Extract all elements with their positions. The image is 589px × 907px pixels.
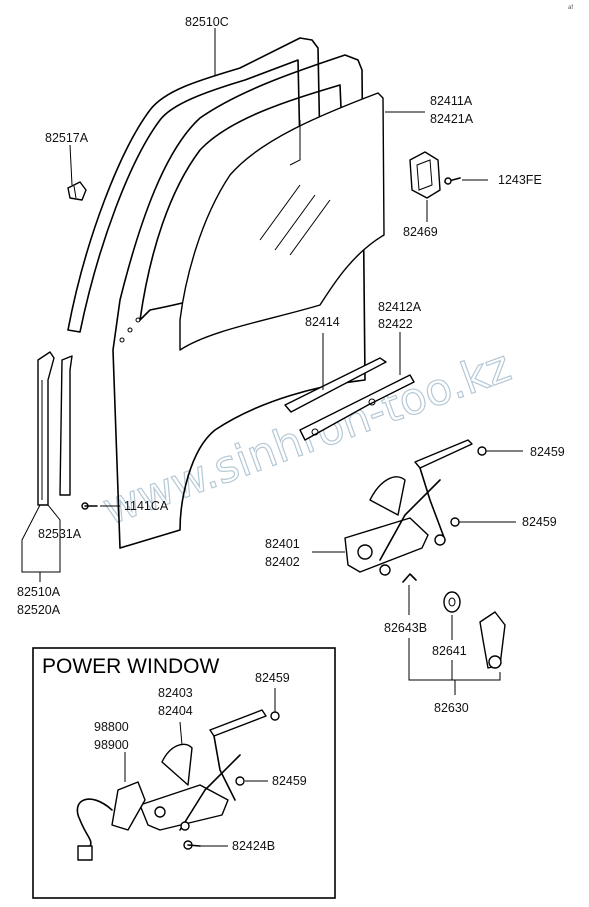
label-82469: 82469 bbox=[403, 225, 438, 239]
label-82517a: 82517A bbox=[45, 131, 89, 145]
label-82403: 82403 bbox=[158, 686, 193, 700]
door-glass bbox=[179, 92, 385, 351]
label-98800: 98800 bbox=[94, 720, 129, 734]
leader-lines bbox=[21, 28, 523, 847]
power-regulator bbox=[139, 709, 267, 831]
label-82643b: 82643B bbox=[384, 621, 427, 635]
bolt-82424b bbox=[183, 840, 201, 850]
handle-clip-82643b bbox=[402, 573, 417, 583]
label-82411a: 82411A bbox=[430, 94, 473, 108]
regulator-handle bbox=[479, 611, 506, 669]
handle-washer-82641 bbox=[443, 591, 461, 613]
window-regulator bbox=[344, 439, 473, 576]
label-1141ca: 1141CA bbox=[124, 499, 169, 513]
label-1243fe: 1243FE bbox=[498, 173, 542, 187]
label-82520a: 82520A bbox=[17, 603, 61, 617]
bolt-82459-pw-mid bbox=[235, 776, 245, 786]
label-82459-upper: 82459 bbox=[530, 445, 565, 459]
power-window-motor bbox=[76, 781, 146, 861]
part-labels: 82510C 82517A 82411A 82421A 1243FE 82469… bbox=[17, 15, 565, 853]
clip-82517a bbox=[67, 181, 87, 201]
inner-handle bbox=[409, 151, 441, 199]
label-82531a: 82531A bbox=[38, 527, 82, 541]
rear-channel-82510a bbox=[37, 351, 55, 506]
label-82459-pw-upper: 82459 bbox=[255, 671, 290, 685]
label-82630: 82630 bbox=[434, 701, 469, 715]
label-82401: 82401 bbox=[265, 537, 300, 551]
bolt-82459-pw-upper bbox=[270, 711, 280, 721]
bolt-82459-mid bbox=[450, 517, 460, 527]
power-window-title: POWER WINDOW bbox=[42, 655, 219, 678]
corner-mark: af bbox=[568, 5, 573, 11]
label-82404: 82404 bbox=[158, 704, 193, 718]
power-window-box bbox=[32, 647, 336, 899]
glass-run-rail bbox=[284, 357, 415, 441]
rear-channel-82520a bbox=[59, 355, 73, 496]
label-82414: 82414 bbox=[305, 315, 340, 329]
label-82402: 82402 bbox=[265, 555, 300, 569]
bolt-82459-upper bbox=[477, 446, 487, 456]
label-82424b: 82424B bbox=[232, 839, 275, 853]
label-82510a: 82510A bbox=[17, 585, 61, 599]
label-82459-pw-mid: 82459 bbox=[272, 774, 307, 788]
bolt-1141ca bbox=[81, 502, 98, 510]
label-98900: 98900 bbox=[94, 738, 129, 752]
label-82421a: 82421A bbox=[430, 112, 474, 126]
label-82422: 82422 bbox=[378, 317, 413, 331]
screw-1243fe bbox=[444, 177, 461, 185]
label-82412a: 82412A bbox=[378, 300, 422, 314]
label-82510c: 82510C bbox=[185, 15, 229, 29]
label-82641: 82641 bbox=[432, 644, 467, 658]
label-82459-mid: 82459 bbox=[522, 515, 557, 529]
